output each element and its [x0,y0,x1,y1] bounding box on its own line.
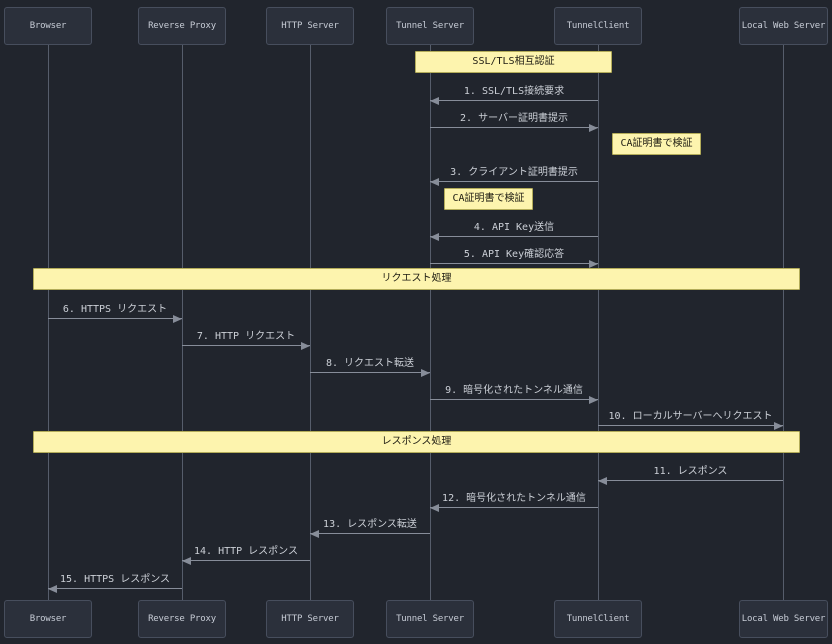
arrowhead-left-icon [48,585,57,593]
message-label: 3. クライアント証明書提示 [450,167,578,178]
actor-label: HTTP Server [281,614,339,624]
actor-label: Browser [29,21,67,31]
actor-browser-bottom: Browser [4,600,92,638]
lifeline-http-server [310,45,311,601]
message-13: 13. レスポンス転送 [310,517,430,538]
message-2: 2. サーバー証明書提示 [430,111,598,132]
actor-tunnel-client-bottom: TunnelClient [554,600,642,638]
note-ca-verify-tunnelserver: CA証明書で検証 [444,188,533,210]
message-arrow [430,399,598,400]
message-label: 11. レスポンス [653,466,728,477]
note-ssl-tls-mutual-auth: SSL/TLS相互認証 [415,51,612,73]
message-label: 13. レスポンス転送 [323,519,417,530]
message-3: 3. クライアント証明書提示 [430,165,598,186]
actor-label: TunnelClient [566,21,630,31]
message-7: 7. HTTP リクエスト [182,329,310,350]
message-label: 14. HTTP レスポンス [194,546,298,557]
message-arrow [430,507,598,508]
lifeline-tunnel-client [598,45,599,601]
arrowhead-left-icon [182,557,191,565]
message-label: 1. SSL/TLS接続要求 [463,86,565,97]
arrowhead-right-icon [589,124,598,132]
message-arrow [598,425,783,426]
arrowhead-left-icon [430,233,439,241]
message-arrow [430,127,598,128]
actor-label: Tunnel Server [396,21,464,31]
actor-label: Tunnel Server [396,614,464,624]
message-arrow [48,318,182,319]
actor-tunnel-server-top: Tunnel Server [386,7,474,45]
arrowhead-right-icon [173,315,182,323]
arrowhead-left-icon [430,97,439,105]
actor-label: Local Web Server [741,614,826,624]
actor-label: Reverse Proxy [148,614,216,624]
message-15: 15. HTTPS レスポンス [48,572,182,593]
message-11: 11. レスポンス [598,464,783,485]
lifeline-reverse-proxy [182,45,183,601]
message-1: 1. SSL/TLS接続要求 [430,84,598,105]
actor-browser-top: Browser [4,7,92,45]
actor-reverse-proxy-top: Reverse Proxy [138,7,226,45]
message-label: 15. HTTPS レスポンス [59,574,170,585]
message-arrow [430,100,598,101]
message-9: 9. 暗号化されたトンネル通信 [430,383,598,404]
arrowhead-left-icon [598,477,607,485]
arrowhead-left-icon [310,530,319,538]
message-arrow [430,181,598,182]
message-arrow [598,480,783,481]
actor-tunnel-server-bottom: Tunnel Server [386,600,474,638]
message-label: 10. ローカルサーバーへリクエスト [608,411,773,422]
note-ca-verify-tunnelclient: CA証明書で検証 [612,133,701,155]
actor-label: Browser [29,614,67,624]
message-6: 6. HTTPS リクエスト [48,302,182,323]
actor-reverse-proxy-bottom: Reverse Proxy [138,600,226,638]
message-arrow [182,560,310,561]
actor-http-server-bottom: HTTP Server [266,600,354,638]
band-request-phase: リクエスト処理 [33,268,800,290]
message-arrow [430,236,598,237]
message-label: 6. HTTPS リクエスト [62,304,168,315]
message-label: 8. リクエスト転送 [325,358,415,369]
lifeline-browser [48,45,49,601]
message-arrow [48,588,182,589]
actor-local-web-server-bottom: Local Web Server [739,600,828,638]
message-label: 7. HTTP リクエスト [196,331,296,342]
actor-label: Reverse Proxy [148,21,216,31]
message-label: 4. API Key送信 [473,222,555,233]
message-arrow [310,533,430,534]
message-5: 5. API Key確認応答 [430,247,598,268]
message-arrow [430,263,598,264]
actor-label: HTTP Server [281,21,339,31]
arrowhead-right-icon [421,369,430,377]
actor-local-web-server-top: Local Web Server [739,7,828,45]
message-label: 2. サーバー証明書提示 [460,113,568,124]
message-label: 9. 暗号化されたトンネル通信 [445,385,583,396]
lifeline-local-web-server [783,45,784,601]
message-label: 5. API Key確認応答 [463,249,565,260]
message-8: 8. リクエスト転送 [310,356,430,377]
arrowhead-right-icon [589,396,598,404]
arrowhead-right-icon [301,342,310,350]
actor-label: Local Web Server [741,21,826,31]
actor-http-server-top: HTTP Server [266,7,354,45]
message-label: 12. 暗号化されたトンネル通信 [442,493,586,504]
message-4: 4. API Key送信 [430,220,598,241]
arrowhead-left-icon [430,178,439,186]
lifeline-tunnel-server [430,45,431,601]
message-14: 14. HTTP レスポンス [182,544,310,565]
arrowhead-right-icon [774,422,783,430]
actor-label: TunnelClient [566,614,630,624]
message-10: 10. ローカルサーバーへリクエスト [598,409,783,430]
actor-tunnel-client-top: TunnelClient [554,7,642,45]
message-arrow [182,345,310,346]
arrowhead-right-icon [589,260,598,268]
message-arrow [310,372,430,373]
message-12: 12. 暗号化されたトンネル通信 [430,491,598,512]
band-response-phase: レスポンス処理 [33,431,800,453]
arrowhead-left-icon [430,504,439,512]
